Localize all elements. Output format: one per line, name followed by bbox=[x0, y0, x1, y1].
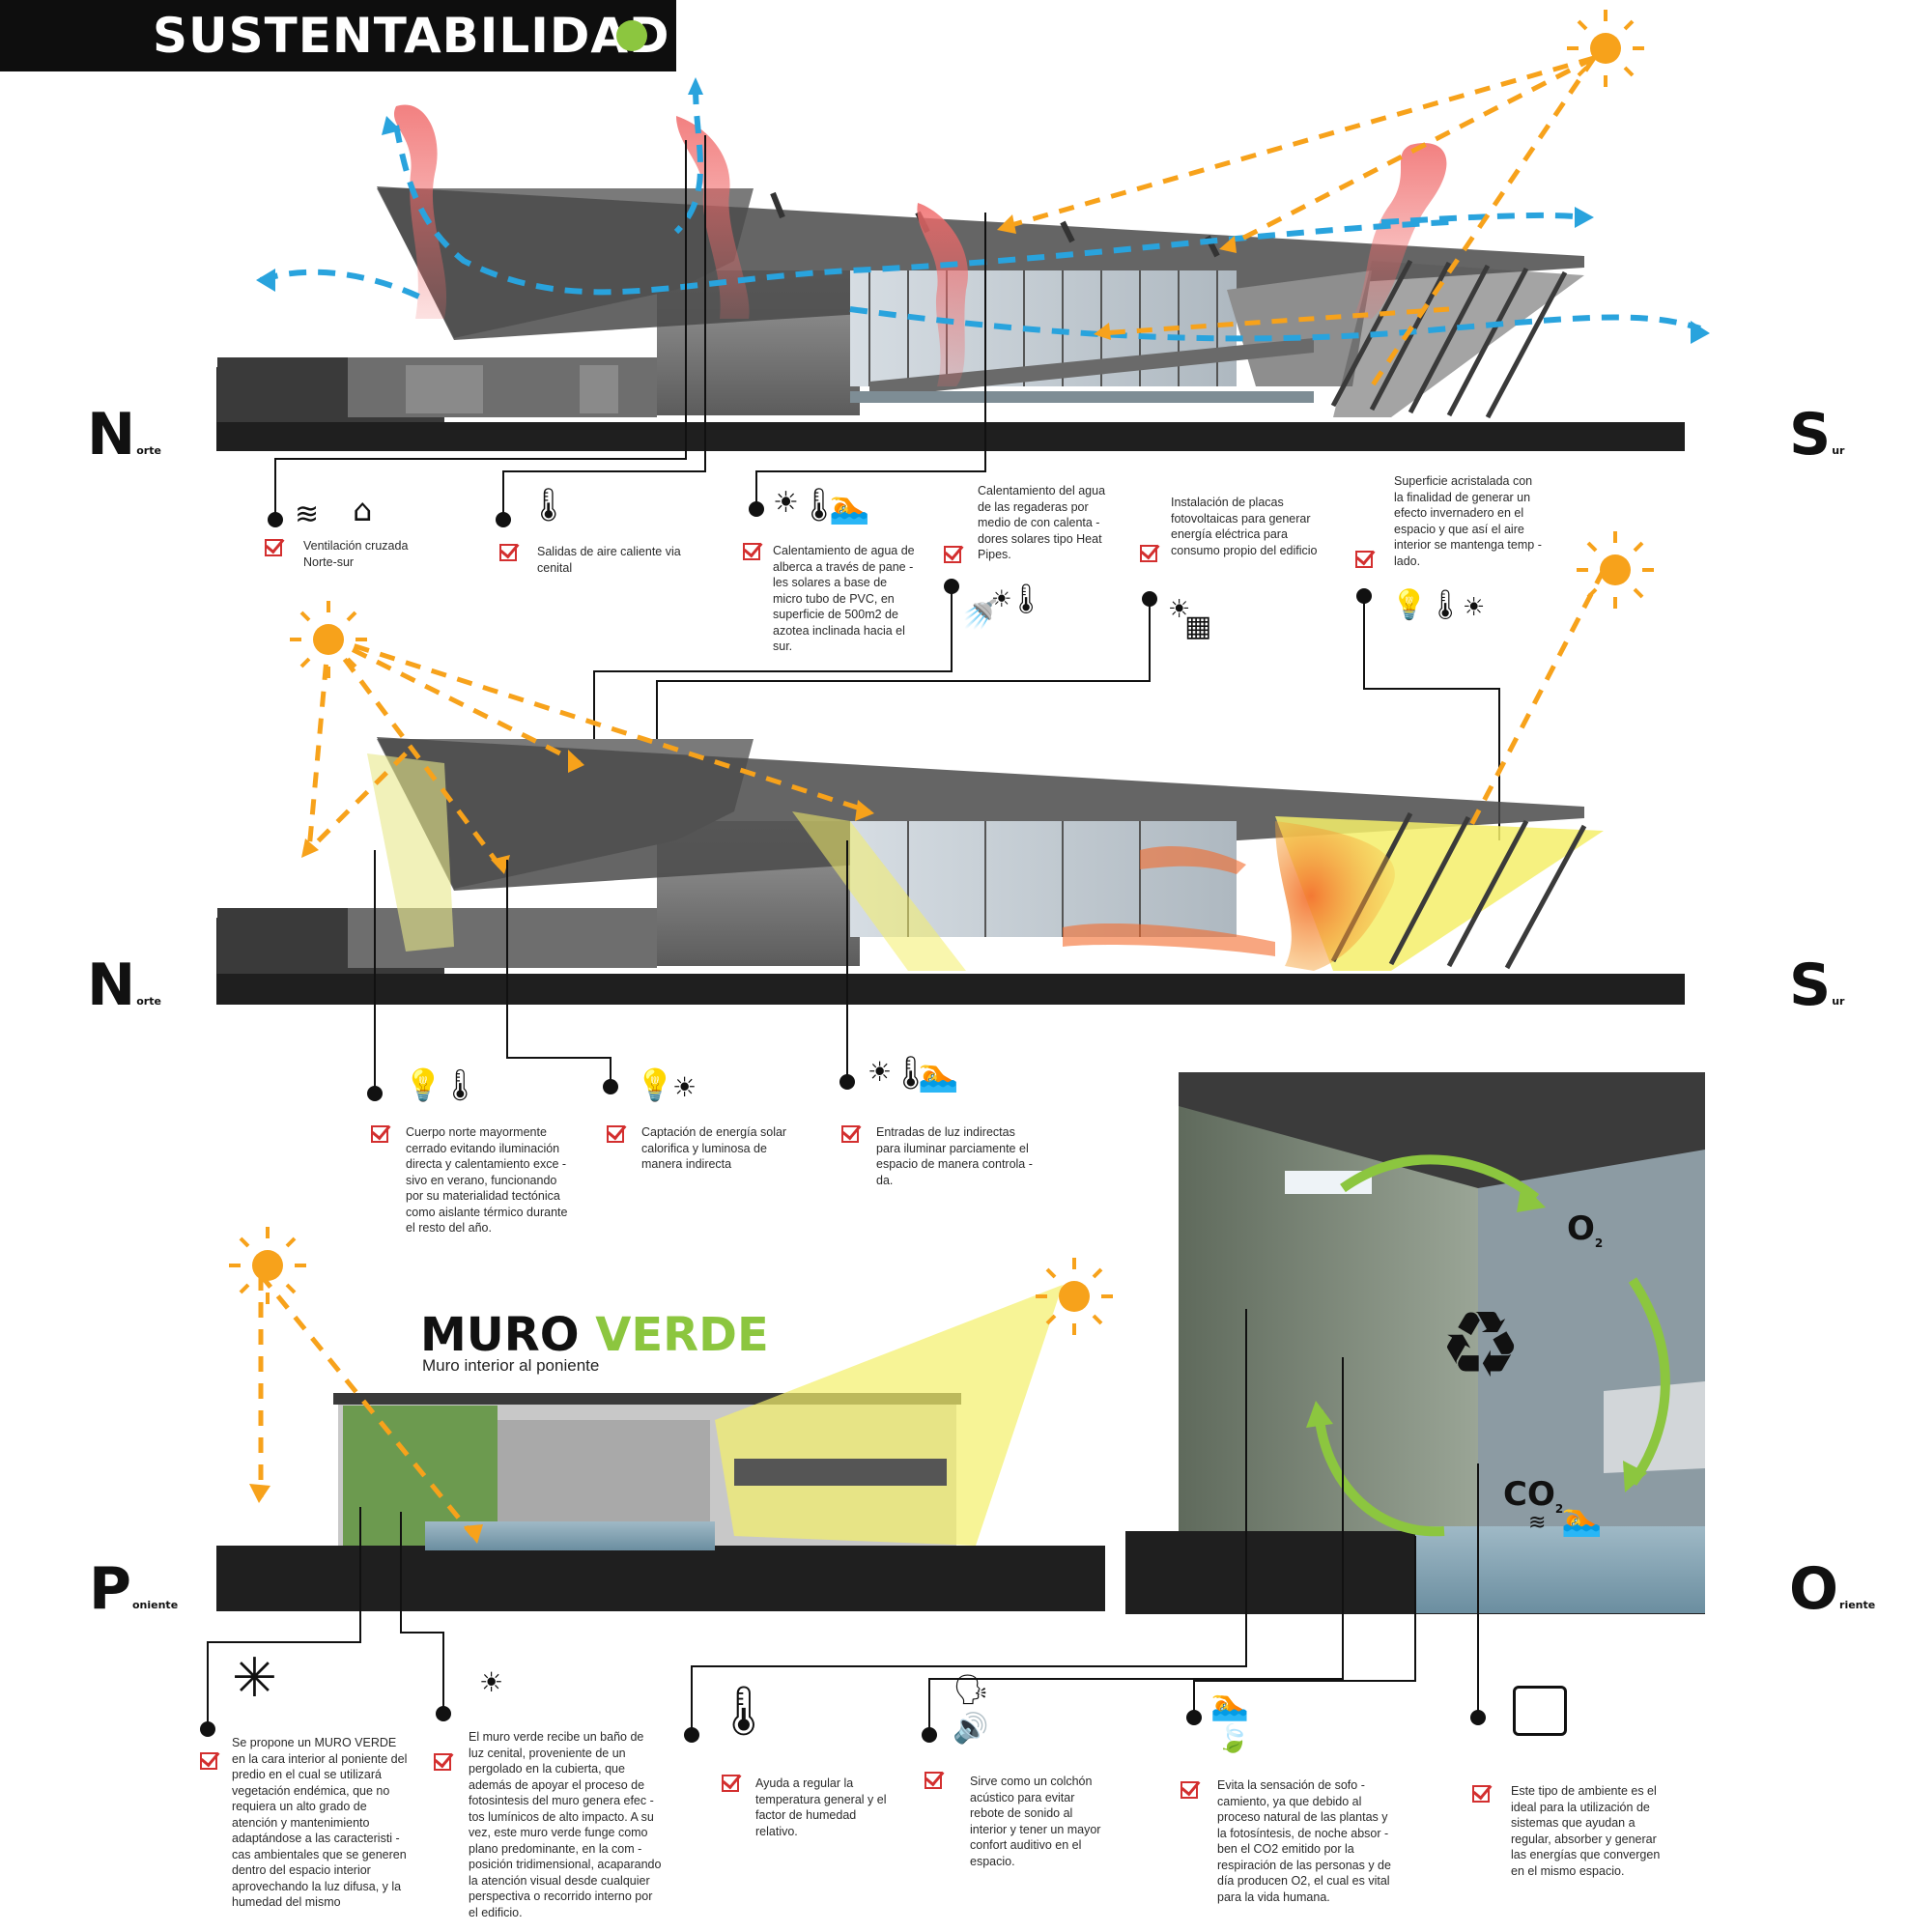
east-label: Oriente bbox=[1789, 1555, 1876, 1623]
callout-dots-3 bbox=[200, 1706, 1486, 1743]
checkbox bbox=[944, 546, 961, 563]
sun-ray-heads-1 bbox=[997, 214, 1237, 340]
sun-rays-3 bbox=[258, 1273, 475, 1538]
checkbox bbox=[200, 1752, 217, 1770]
note-luz-cenital: El muro verde recibe un baño de luz ceni… bbox=[469, 1730, 662, 1919]
north-label-2: Norte bbox=[87, 952, 161, 1019]
status-dot bbox=[616, 20, 647, 51]
checkbox bbox=[743, 543, 760, 560]
sun-icon: ☀ bbox=[1463, 593, 1486, 622]
note-temperatura: Ayuda a regular la temperatura general y… bbox=[755, 1776, 887, 1838]
checkbox bbox=[841, 1125, 859, 1143]
sun-icon: ☀ bbox=[479, 1666, 504, 1698]
recycle-icon: ♻ bbox=[1439, 1293, 1522, 1399]
checkbox bbox=[265, 539, 282, 556]
callout-dots-1 bbox=[268, 501, 1372, 607]
sun-icon: ☀ bbox=[773, 486, 799, 520]
checkbox bbox=[722, 1775, 739, 1792]
swimmer-icon: 🏊 bbox=[918, 1056, 959, 1094]
callout-lines-2 bbox=[374, 840, 848, 1090]
checkbox bbox=[499, 544, 517, 561]
lightbulb-icon: 💡 bbox=[636, 1066, 674, 1103]
checkbox bbox=[925, 1772, 942, 1789]
thermometer-icon: 🌡 bbox=[890, 1054, 932, 1093]
shower-icon: 🚿 bbox=[962, 598, 999, 632]
lightbulb-icon: 💡 bbox=[404, 1066, 442, 1103]
swimmer-icon: 🏊 bbox=[1210, 1686, 1249, 1722]
plant-icon: ✳ bbox=[232, 1647, 277, 1710]
callout-lines-1 bbox=[274, 135, 1500, 840]
thermometer-icon: 🌡 bbox=[527, 486, 570, 525]
muro-verde-subtitle: Muro interior al poniente bbox=[422, 1356, 600, 1375]
note-ventilacion: Ventilación cruzada Norte-sur bbox=[303, 539, 409, 569]
green-wall-perspective: ♻ bbox=[1125, 1072, 1705, 1614]
sun-rays-1 bbox=[1004, 55, 1597, 388]
callout-dots-2 bbox=[367, 1074, 855, 1101]
section-2-building bbox=[216, 737, 1685, 1005]
note-co2: Evita la sensación de sofo - camiento, y… bbox=[1217, 1778, 1391, 1904]
thermometer-icon: 🌡 bbox=[798, 486, 840, 525]
sun-icon: ☀ bbox=[672, 1071, 697, 1103]
house-icon: ⌂ bbox=[353, 492, 373, 528]
checkbox bbox=[1355, 551, 1373, 568]
note-muro-verde: Se propone un MURO VERDE en la cara inte… bbox=[232, 1736, 408, 1909]
checkbox bbox=[607, 1125, 624, 1143]
speaker-icon: 🔊 bbox=[953, 1712, 989, 1746]
solar-panel-icon: ▦ bbox=[1184, 610, 1212, 643]
sun-icon: ☀ bbox=[991, 585, 1012, 612]
checkbox bbox=[1181, 1781, 1198, 1799]
sun-icon-5 bbox=[1036, 1258, 1113, 1335]
sun-icon: ☀ bbox=[868, 1056, 893, 1088]
note-salidas-aire: Salidas de aire caliente via cenital bbox=[537, 545, 681, 575]
note-calentamiento-alberca: Calentamiento de agua de alberca a travé… bbox=[773, 544, 915, 653]
sun-icon-4 bbox=[229, 1227, 306, 1304]
note-fotovoltaicas: Instalación de placas fotovoltaicas para… bbox=[1171, 496, 1318, 557]
wind-icon: ≋ bbox=[295, 497, 320, 531]
checkbox bbox=[1140, 545, 1157, 562]
muro-verde-section bbox=[216, 1285, 1105, 1611]
page-title: SUSTENTABILIDAD bbox=[153, 8, 670, 64]
note-heat-pipes: Calentamiento del agua de las regaderas … bbox=[978, 484, 1106, 561]
sun-rays-2 bbox=[306, 568, 1607, 871]
air-flow-arrows-1 bbox=[260, 86, 1701, 342]
note-luz-indirecta: Entradas de luz indirectas para iluminar… bbox=[876, 1125, 1033, 1187]
checkbox bbox=[434, 1753, 451, 1771]
note-acustico: Sirve como un colchón acústico para evit… bbox=[970, 1775, 1101, 1868]
checkbox bbox=[371, 1125, 388, 1143]
air-arrow-heads-1 bbox=[256, 77, 1710, 344]
west-label: Poniente bbox=[89, 1555, 179, 1623]
south-label-2: Sur bbox=[1789, 952, 1845, 1019]
thermometer-icon: 🌡 bbox=[441, 1066, 480, 1103]
swimmer-icon: 🏊 bbox=[829, 488, 870, 526]
o2-label: O2 bbox=[1567, 1209, 1604, 1250]
north-label-1: Norte bbox=[87, 401, 161, 469]
swimmer-icon: 🏊 bbox=[1561, 1500, 1603, 1539]
sun-ray-heads-2 bbox=[301, 750, 874, 874]
note-captacion: Captación de energía solar calorifica y … bbox=[641, 1125, 787, 1171]
sun-icon: ☀ bbox=[1168, 595, 1191, 624]
note-acristalada: Superficie acristalada con la finalidad … bbox=[1394, 474, 1542, 568]
thermometer-icon: 🌡 bbox=[1008, 582, 1045, 616]
callout-lines-3 bbox=[207, 1309, 1479, 1732]
wind-icon: ≋ bbox=[1528, 1511, 1547, 1535]
thermometer-icon: 🌡 bbox=[1427, 588, 1465, 622]
speaking-head-icon: 🗣 bbox=[953, 1673, 990, 1707]
muro-verde-title: MURO VERDE bbox=[420, 1308, 769, 1362]
sun-icon-1 bbox=[1567, 10, 1644, 87]
checkbox bbox=[1472, 1785, 1490, 1803]
header-bar bbox=[0, 0, 676, 71]
south-label-1: Sur bbox=[1789, 401, 1845, 469]
sun-icon-3 bbox=[1577, 531, 1654, 609]
co2-label: CO2 bbox=[1503, 1475, 1564, 1516]
sun-icon-2 bbox=[290, 601, 367, 678]
thermometer-icon: 🌡 bbox=[713, 1683, 775, 1739]
note-ambiente: Este tipo de ambiente es el ideal para l… bbox=[1511, 1784, 1661, 1878]
climate-box-icon bbox=[1513, 1686, 1567, 1736]
note-cuerpo-norte: Cuerpo norte mayormente cerrado evitando… bbox=[406, 1125, 568, 1235]
leaf-icon: 🍃 bbox=[1216, 1722, 1250, 1754]
lightbulb-icon: 💡 bbox=[1391, 588, 1428, 622]
